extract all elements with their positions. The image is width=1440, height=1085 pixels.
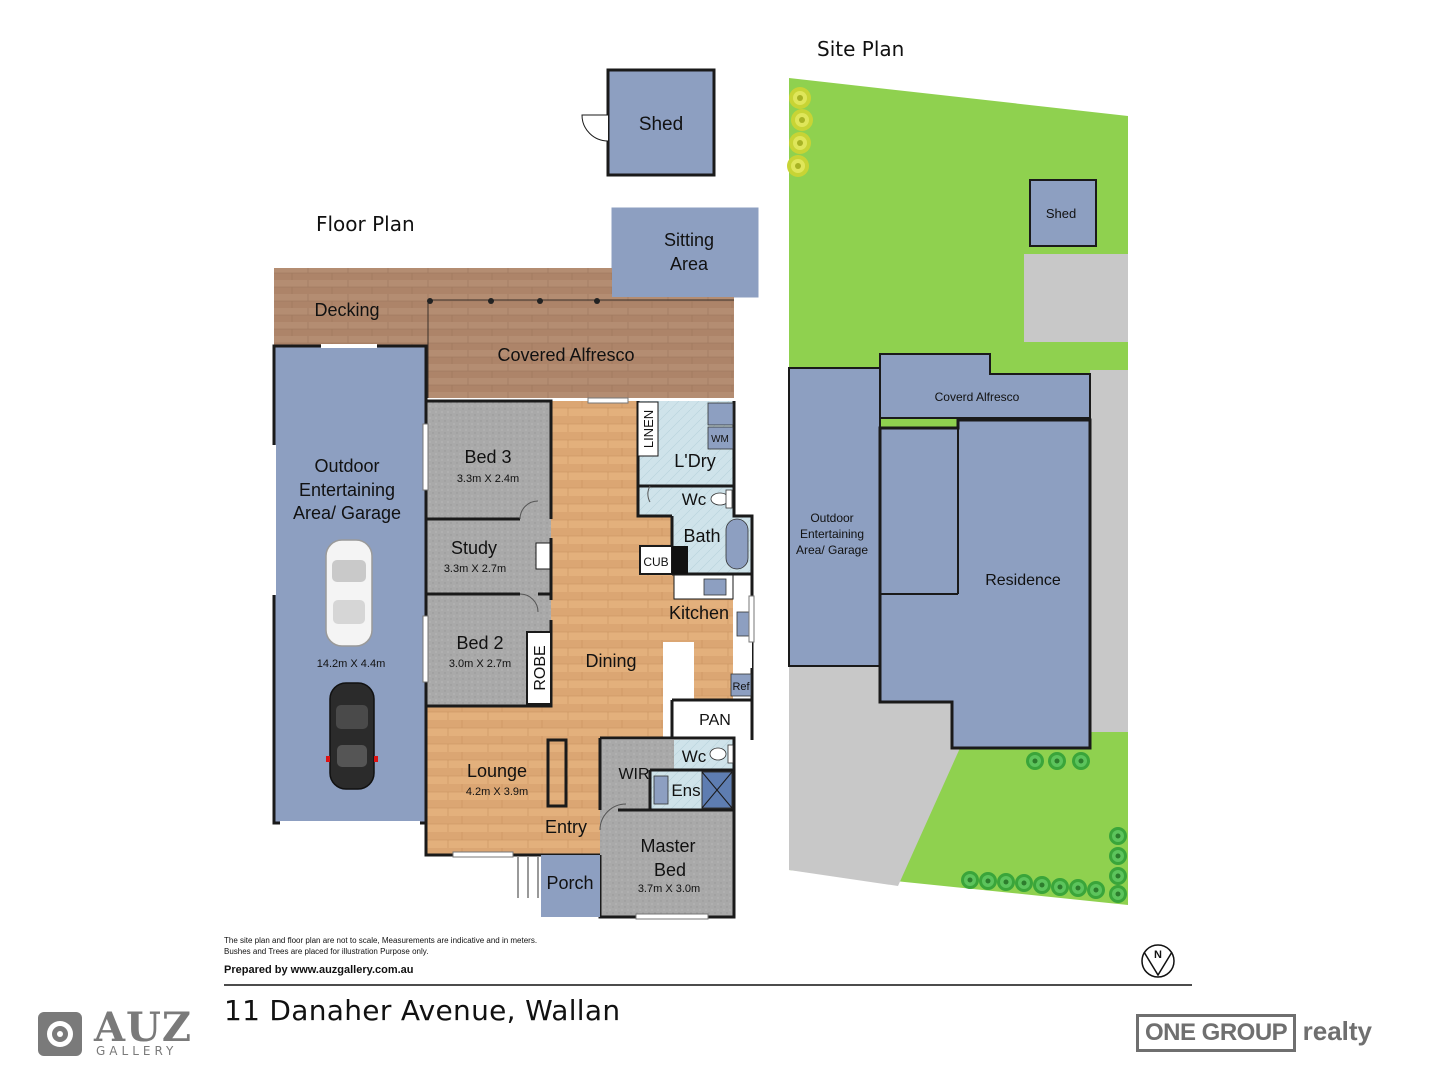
- auz-subtitle: GALLERY: [96, 1044, 178, 1058]
- sitting-area-label-2: Area: [670, 254, 709, 274]
- camera-icon: [38, 1012, 82, 1056]
- sitting-area: [611, 207, 759, 298]
- cub-label: CUB: [643, 555, 668, 569]
- porch-label: Porch: [546, 873, 593, 893]
- wir-label: WIR: [618, 766, 649, 783]
- auz-wordmark: AUZ: [94, 1004, 193, 1051]
- property-address: 11 Danaher Avenue, Wallan: [224, 994, 621, 1027]
- one-group-wordmark: ONE GROUP: [1136, 1014, 1297, 1052]
- living-area: [426, 401, 733, 855]
- covered-alfresco-label: Covered Alfresco: [497, 345, 634, 365]
- wm-label: WM: [711, 434, 729, 445]
- one-group-realty-logo: ONE GROUP realty: [1136, 1014, 1372, 1054]
- lounge-dims: 4.2m X 3.9m: [466, 786, 528, 798]
- dining-label: Dining: [585, 651, 636, 671]
- master-dims: 3.7m X 3.0m: [638, 883, 700, 895]
- entry-label: Entry: [545, 817, 587, 837]
- site-plan: Shed Coverd Alfresco Outdoor Entertainin…: [787, 78, 1128, 905]
- compass-letter: N: [1154, 949, 1162, 961]
- wc2-label: Wc: [682, 747, 707, 766]
- disclaimer-line-2: Bushes and Trees are placed for illustra…: [224, 947, 429, 956]
- site-garage-label-3: Area/ Garage: [796, 543, 868, 557]
- wc1-label: Wc: [682, 490, 707, 509]
- site-driveway-front: [789, 666, 960, 886]
- white-car-icon: [325, 539, 373, 647]
- ens-label: Ens: [671, 781, 700, 800]
- sitting-area-label-1: Sitting: [664, 230, 714, 250]
- floor-plan-heading: Floor Plan: [316, 212, 415, 236]
- study-dims: 3.3m X 2.7m: [444, 563, 506, 575]
- study: [426, 519, 551, 594]
- bed2-label: Bed 2: [456, 633, 503, 653]
- pan-label: PAN: [699, 712, 731, 729]
- site-shed-label: Shed: [1046, 206, 1076, 221]
- study-label: Study: [451, 538, 497, 558]
- site-garage-label-2: Entertaining: [800, 527, 864, 541]
- bed3: [426, 401, 551, 519]
- bed2-dims: 3.0m X 2.7m: [449, 658, 511, 670]
- linen-label: LINEN: [641, 410, 656, 448]
- site-residence: [878, 418, 1092, 750]
- site-shed: [1029, 179, 1097, 247]
- site-driveway-side: [1090, 370, 1128, 732]
- bed3-dims: 3.3m X 2.4m: [457, 473, 519, 485]
- black-car-icon: [326, 682, 378, 790]
- laundry-label: L'Dry: [674, 451, 715, 471]
- prepared-by: Prepared by www.auzgallery.com.au: [224, 964, 414, 976]
- garage-label-1: Outdoor: [314, 456, 379, 476]
- realty-wordmark: realty: [1302, 1016, 1373, 1046]
- kitchen-label: Kitchen: [669, 603, 729, 623]
- lounge-label: Lounge: [467, 761, 527, 781]
- disclaimer-line-1: The site plan and floor plan are not to …: [224, 936, 538, 945]
- bath-label: Bath: [683, 526, 720, 546]
- porch: [541, 855, 600, 917]
- site-residence-label: Residence: [985, 572, 1061, 589]
- bed3-label: Bed 3: [464, 447, 511, 467]
- garage-dims: 14.2m X 4.4m: [317, 658, 385, 670]
- site-alfresco-label: Coverd Alfresco: [935, 390, 1020, 404]
- auz-gallery-logo: AUZ GALLERY: [36, 1004, 196, 1062]
- master-label-2: Bed: [654, 860, 686, 880]
- floor-plan: Shed Sitting Area Decking Covered Alfres…: [272, 68, 759, 920]
- site-plan-heading: Site Plan: [817, 37, 905, 61]
- shed-label: Shed: [639, 114, 683, 135]
- garage-label-3: Area/ Garage: [293, 503, 401, 523]
- ref-label: Ref: [732, 681, 750, 693]
- robe-label: ROBE: [532, 645, 549, 690]
- decking-label: Decking: [314, 300, 379, 320]
- master-label-1: Master: [640, 836, 695, 856]
- site-garage-label-1: Outdoor: [810, 511, 853, 525]
- compass-icon: N: [1141, 944, 1175, 978]
- garage-label-2: Entertaining: [299, 480, 395, 500]
- site-driveway-rear: [1024, 254, 1128, 342]
